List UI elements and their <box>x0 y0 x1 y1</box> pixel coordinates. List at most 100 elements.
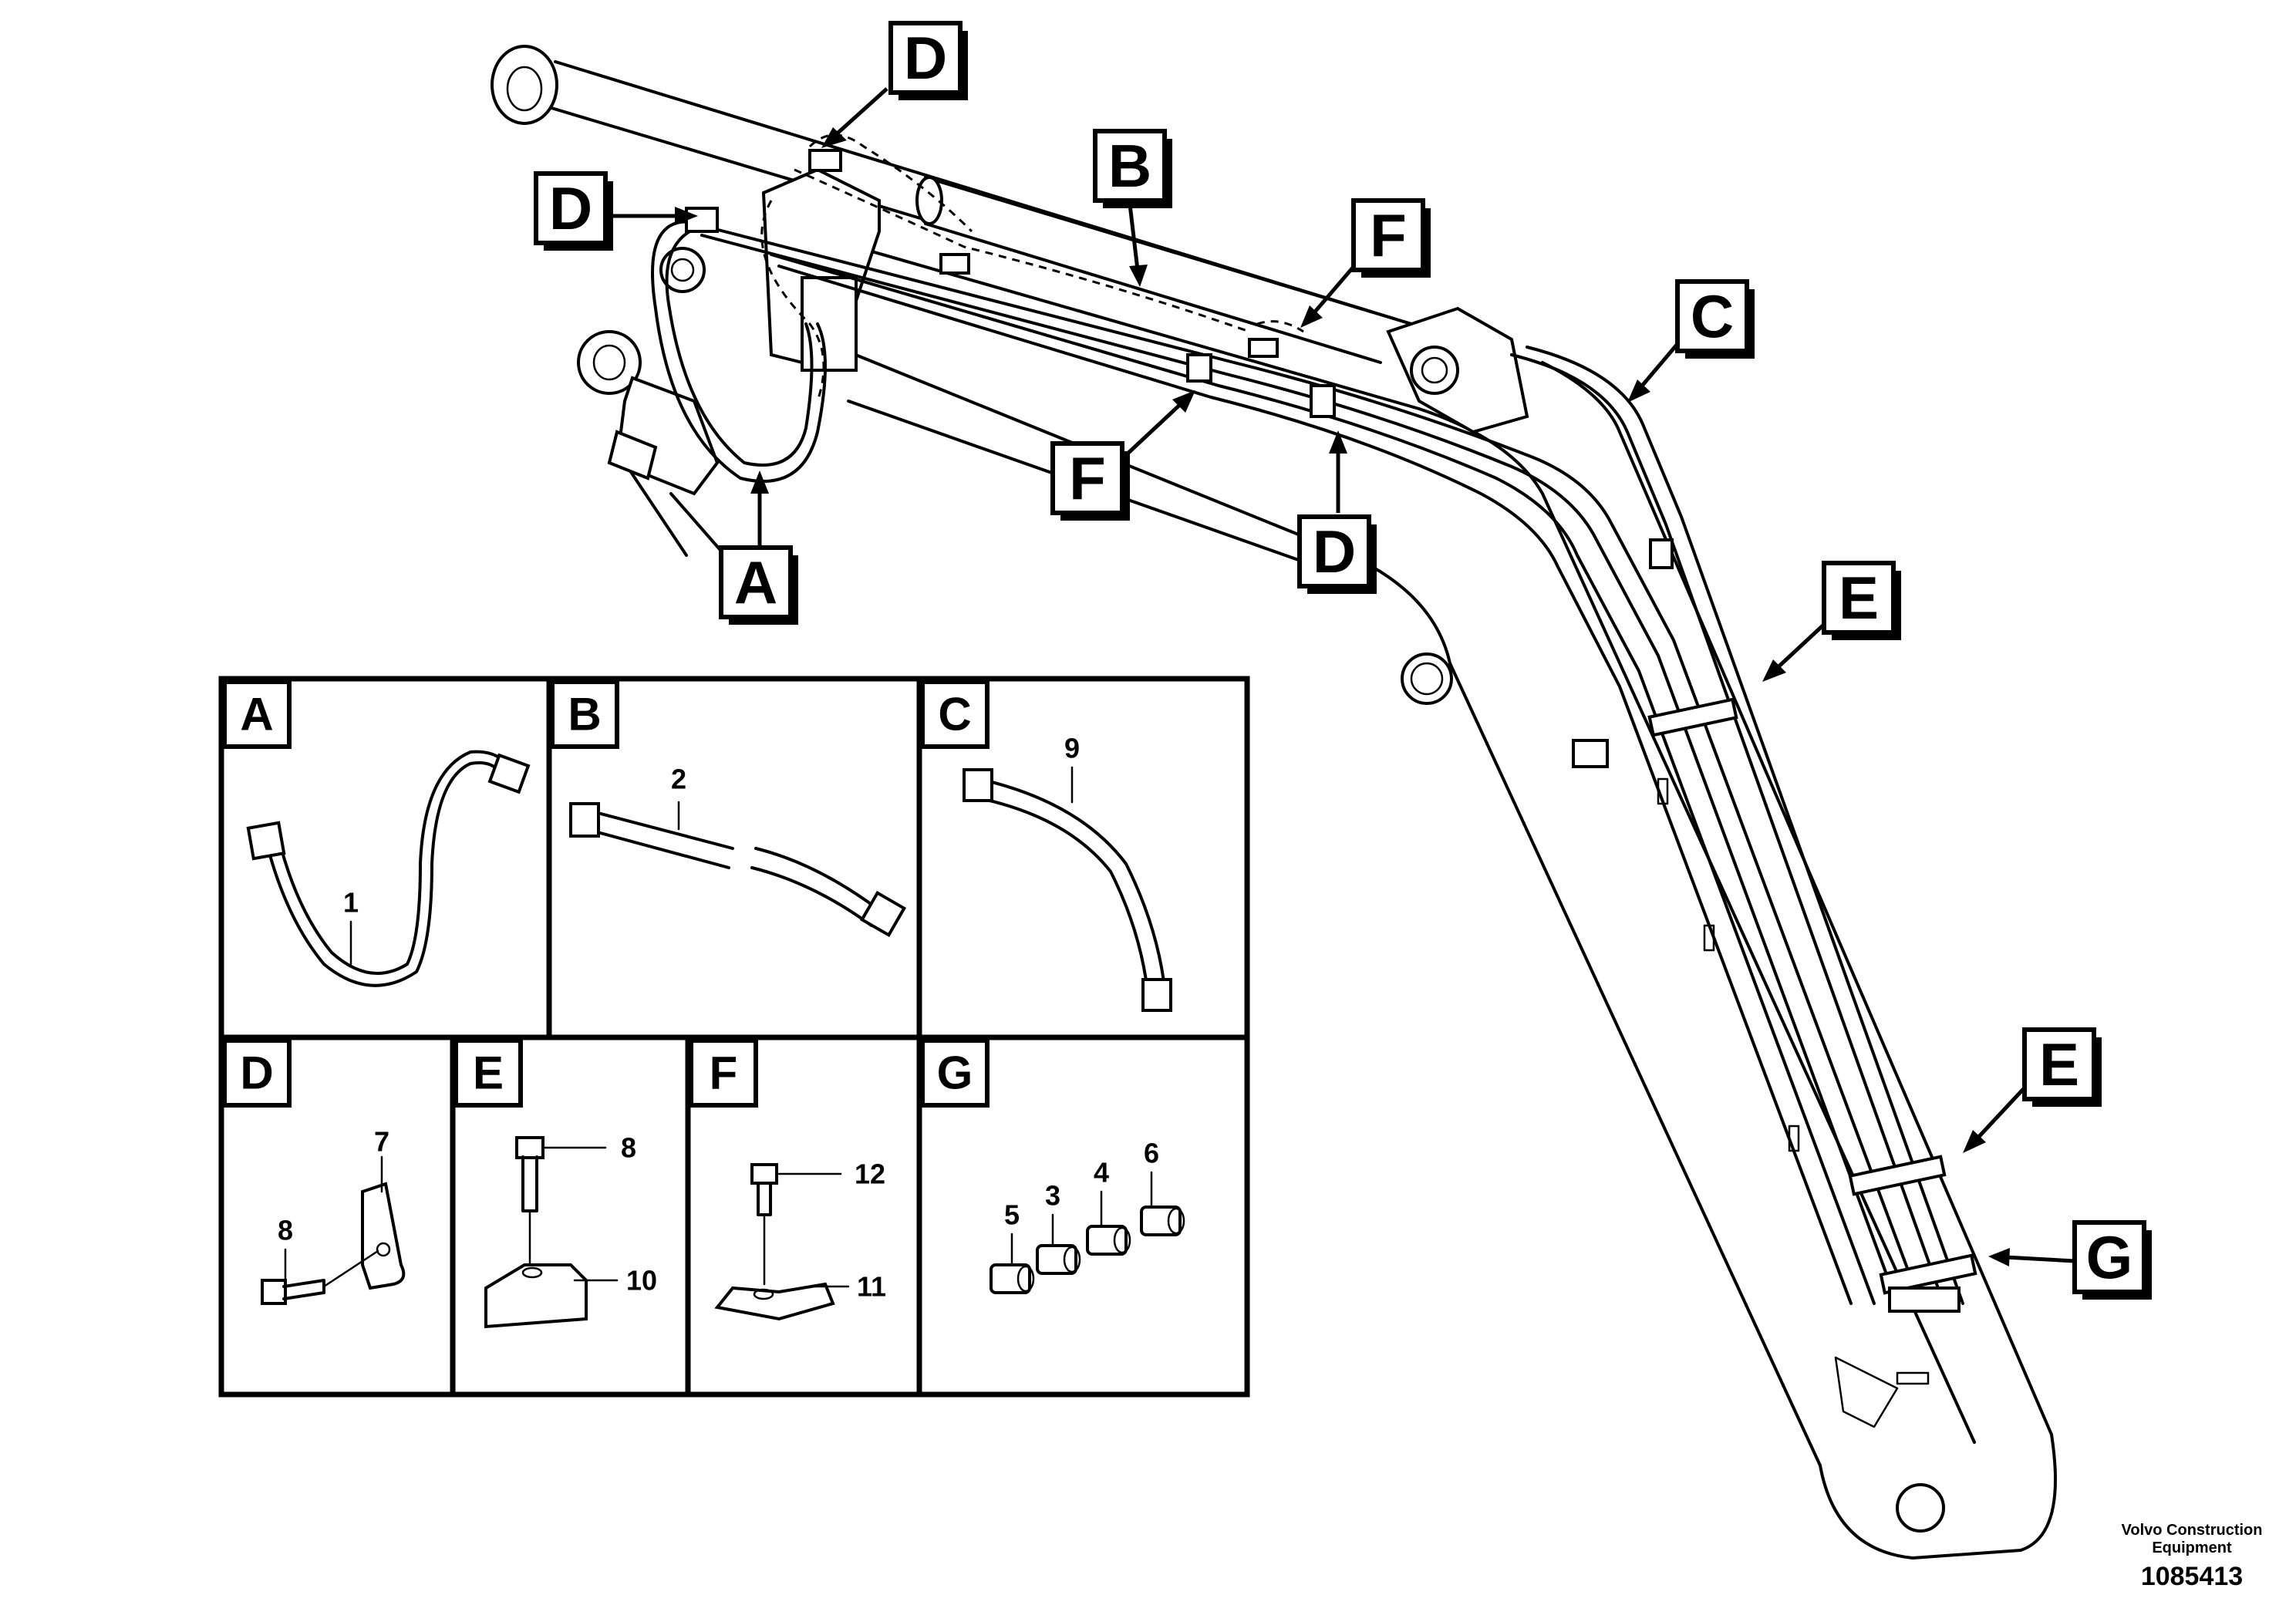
boom-plate <box>1572 739 1609 768</box>
hose-2-drawing-a <box>585 808 734 850</box>
callout-f-mid[interactable]: F <box>1050 390 1195 521</box>
bolt-8e-head <box>515 1136 544 1159</box>
hose-a-installed <box>651 220 827 483</box>
fitting-4-face <box>1113 1226 1131 1254</box>
leader-line <box>1128 204 1140 271</box>
leader-arrowhead <box>1329 430 1347 454</box>
hose-2-drawing-a-2 <box>585 828 730 869</box>
clamp-g <box>1879 1253 1977 1295</box>
callout-box <box>1675 279 1749 353</box>
clamp-7-drawing <box>361 1182 406 1290</box>
callout-label: F <box>1069 444 1106 512</box>
upper-bracket-eye <box>659 247 706 293</box>
detail-panel-a[interactable]: A 1 <box>222 679 531 987</box>
brand-line-1: Volvo Construction <box>2122 1522 2263 1539</box>
part-number-7: 7 <box>374 1126 389 1158</box>
callout-c[interactable]: C <box>1627 279 1755 403</box>
detail-panel-c[interactable]: C 9 <box>920 679 1172 1012</box>
clamp-11-hole <box>753 1288 774 1300</box>
callout-label: D <box>1313 518 1356 585</box>
callout-d-top[interactable]: D <box>821 21 968 148</box>
detail-panel-d[interactable]: D 7 8 <box>222 1038 406 1305</box>
leader-arrowhead <box>1172 390 1195 413</box>
callout-label: A <box>734 548 777 616</box>
leader-line <box>1637 338 1683 391</box>
callout-g[interactable]: G <box>1988 1220 2152 1300</box>
leader-arrowhead <box>1762 659 1786 682</box>
callout-f-top[interactable]: F <box>1300 198 1431 328</box>
boom-cylinder-pin-inner <box>1410 662 1444 696</box>
detail-panel-f[interactable]: F 12 11 <box>689 1038 886 1321</box>
detail-panel-g[interactable]: G 6 4 3 5 <box>920 1038 1185 1294</box>
line-4 <box>777 265 1853 1305</box>
hose-1-drawing-2 <box>278 750 511 975</box>
hose-2-drawing-b <box>754 847 881 912</box>
panel-tag-label: F <box>710 1047 738 1099</box>
cylinder-rod-eye <box>491 45 558 125</box>
part-number-8-d: 8 <box>278 1215 293 1246</box>
cylinder-rod-eye-inner <box>506 66 543 112</box>
bolt-8-axis <box>322 1249 379 1288</box>
hose-b-route <box>794 168 1250 333</box>
leader-arrowhead <box>1129 265 1148 287</box>
callout-e-upper[interactable]: E <box>1762 561 1901 682</box>
part-number-4: 4 <box>1094 1157 1109 1189</box>
document-number: 1085413 <box>2141 1562 2243 1591</box>
callout-a[interactable]: A <box>719 470 798 625</box>
boom-lower-bracket <box>1834 1356 1899 1428</box>
boom-slot-4 <box>1896 1371 1930 1385</box>
callout-box <box>1822 561 1896 635</box>
callout-b[interactable]: B <box>1093 129 1172 287</box>
hose-9-drawing <box>978 777 1166 989</box>
part-number-11: 11 <box>857 1271 886 1303</box>
callout-label: C <box>1691 282 1734 350</box>
hose-9-fitting-a <box>963 768 993 802</box>
hose-a-path-2 <box>665 222 814 467</box>
part-number-12: 12 <box>855 1158 885 1190</box>
panel-tag-box <box>222 1038 292 1108</box>
clamp-f-mid <box>1186 353 1212 383</box>
hose-1-fitting-a <box>246 821 286 861</box>
line-1 <box>693 222 1922 1305</box>
callout-box <box>888 21 963 95</box>
hose-9-fitting-b <box>1141 978 1172 1012</box>
panel-tag-box <box>920 679 990 749</box>
panel-tag-label: D <box>240 1047 273 1099</box>
clamp-d-top <box>808 149 842 172</box>
detail-panel-b[interactable]: B 2 <box>550 679 907 938</box>
panel-tag-label: E <box>473 1047 504 1099</box>
callout-box <box>2022 1027 2096 1101</box>
callout-labels: D D A B <box>534 21 2152 1300</box>
clamp-d-mid <box>1310 384 1336 418</box>
cylinder-barrel-top <box>924 176 1413 325</box>
callout-e-lower[interactable]: E <box>1963 1027 2102 1153</box>
line-3 <box>770 253 1876 1305</box>
callout-box <box>2072 1220 2146 1294</box>
clamp-11-drawing <box>714 1282 835 1321</box>
hydraulic-lines <box>685 133 1977 1313</box>
panel-tag-label: B <box>568 689 601 740</box>
upper-bracket-eye-inner <box>670 258 695 282</box>
callout-d-mid[interactable]: D <box>1297 430 1377 594</box>
callout-d-left[interactable]: D <box>534 171 698 251</box>
leader-line <box>1310 261 1359 318</box>
clamp-e-lower <box>1848 1155 1947 1196</box>
callout-label: E <box>2039 1030 2079 1098</box>
cylinder-head-pin-inner <box>1421 356 1448 384</box>
leader-arrowhead <box>1300 305 1323 328</box>
callout-label: B <box>1108 132 1151 200</box>
lower-cylinder-eye-inner <box>592 344 626 381</box>
part-number-1: 1 <box>343 887 359 919</box>
cylinder-gland <box>915 176 943 225</box>
boom-upper-edge <box>801 230 1976 1444</box>
line-c-top-2 <box>1526 346 1964 1305</box>
leader-arrowhead <box>675 207 698 225</box>
part-number-10: 10 <box>626 1265 657 1297</box>
fitting-5-face <box>1017 1265 1035 1293</box>
detail-panel-e[interactable]: E 8 10 <box>453 1038 657 1329</box>
fittings-g <box>1888 1286 1961 1313</box>
bolt-12-head <box>750 1163 778 1185</box>
part-number-6: 6 <box>1144 1138 1159 1169</box>
panel-tag-box <box>920 1038 990 1108</box>
